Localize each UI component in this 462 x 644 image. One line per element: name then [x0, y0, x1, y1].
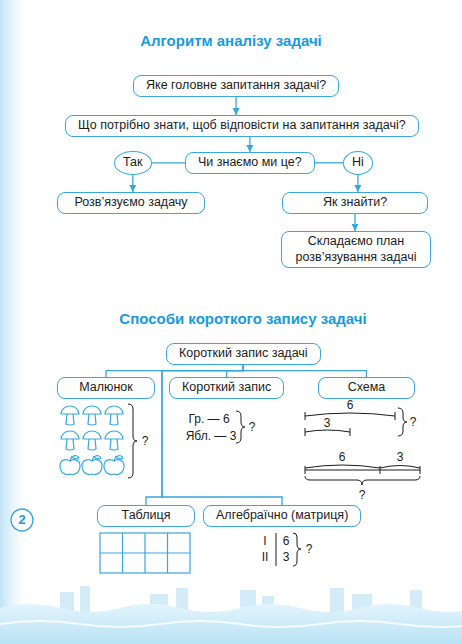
sea-waves — [0, 604, 462, 644]
side-stripe — [0, 0, 32, 644]
method-box: Алгебраїчно (матриця) — [203, 505, 361, 527]
matrix-value: 6 — [283, 534, 290, 548]
curly-bracket — [236, 411, 245, 443]
question-box: Яке головне запитання задачі? — [133, 75, 339, 97]
segment-value: 3 — [324, 416, 331, 430]
segment-value: 6 — [347, 398, 354, 412]
mushrooms-picture — [60, 406, 124, 475]
question-mark: ? — [142, 434, 149, 448]
matrix-lines — [276, 533, 301, 566]
matrix-value: 3 — [283, 550, 290, 564]
process-box: Складаємо план розв’язування задачі — [281, 231, 431, 268]
section-title: Способи короткого запису задачі — [119, 310, 366, 328]
table-grid — [100, 533, 190, 573]
connector — [354, 214, 355, 231]
process-box: Як знайти? — [282, 192, 428, 214]
node-text: Схема — [331, 380, 402, 396]
connector — [243, 365, 366, 377]
connector — [315, 162, 343, 163]
method-box: Схема — [318, 377, 415, 399]
question-mark: ? — [249, 420, 256, 434]
process-box: Розв’язуємо задачу — [57, 192, 205, 214]
heading-box: Короткий запис задачі — [166, 343, 321, 365]
node-text: Так — [123, 155, 143, 171]
matrix-row: II — [262, 550, 269, 564]
connector — [249, 137, 250, 152]
node-text: Яке головне запитання задачі? — [146, 78, 326, 94]
node-text: Ні — [352, 155, 364, 171]
node-text: Алгебраїчно (матриця) — [216, 508, 348, 524]
node-text: Короткий запис — [182, 380, 271, 396]
connector — [152, 162, 186, 163]
answer-circle: Ні — [343, 151, 373, 175]
decision-box: Чи знаємо ми це? — [185, 152, 315, 174]
question-mark: ? — [359, 488, 366, 502]
node-text: Складаємо план розв’язування задачі — [294, 234, 418, 265]
question-mark: ? — [410, 415, 417, 429]
curly-bracket — [128, 404, 137, 478]
node-text: Таблиця — [110, 508, 182, 524]
matrix-row: I — [263, 534, 266, 548]
connector — [235, 97, 236, 115]
page-number-circle — [11, 509, 33, 531]
segment-value: 3 — [397, 450, 404, 464]
method-box: Короткий запис — [169, 377, 284, 399]
node-text: Короткий запис задачі — [179, 346, 308, 362]
connector — [357, 175, 358, 192]
segment-value: 6 — [339, 450, 346, 464]
node-text: Чи знаємо ми це? — [198, 155, 302, 171]
short-note: Ябл. — 3 — [186, 429, 237, 443]
question-box: Що потрібно знати, щоб відповісти на зап… — [65, 115, 419, 137]
answer-circle: Так — [114, 151, 152, 175]
node-text: Як знайти? — [295, 195, 415, 211]
page-title: Алгоритм аналізу задачі — [0, 32, 462, 49]
wave-line — [0, 621, 462, 627]
scheme-segments — [305, 408, 420, 485]
question-mark: ? — [306, 542, 313, 556]
connector — [132, 175, 133, 192]
short-note: Гр. — 6 — [188, 412, 229, 426]
method-box: Малюнок — [57, 377, 155, 399]
node-text: Малюнок — [70, 380, 142, 396]
method-box: Таблиця — [97, 505, 195, 527]
node-text: Що потрібно знати, щоб відповісти на зап… — [78, 118, 406, 134]
node-text: Розв’язуємо задачу — [70, 195, 192, 211]
page-number: 2 — [18, 512, 25, 528]
